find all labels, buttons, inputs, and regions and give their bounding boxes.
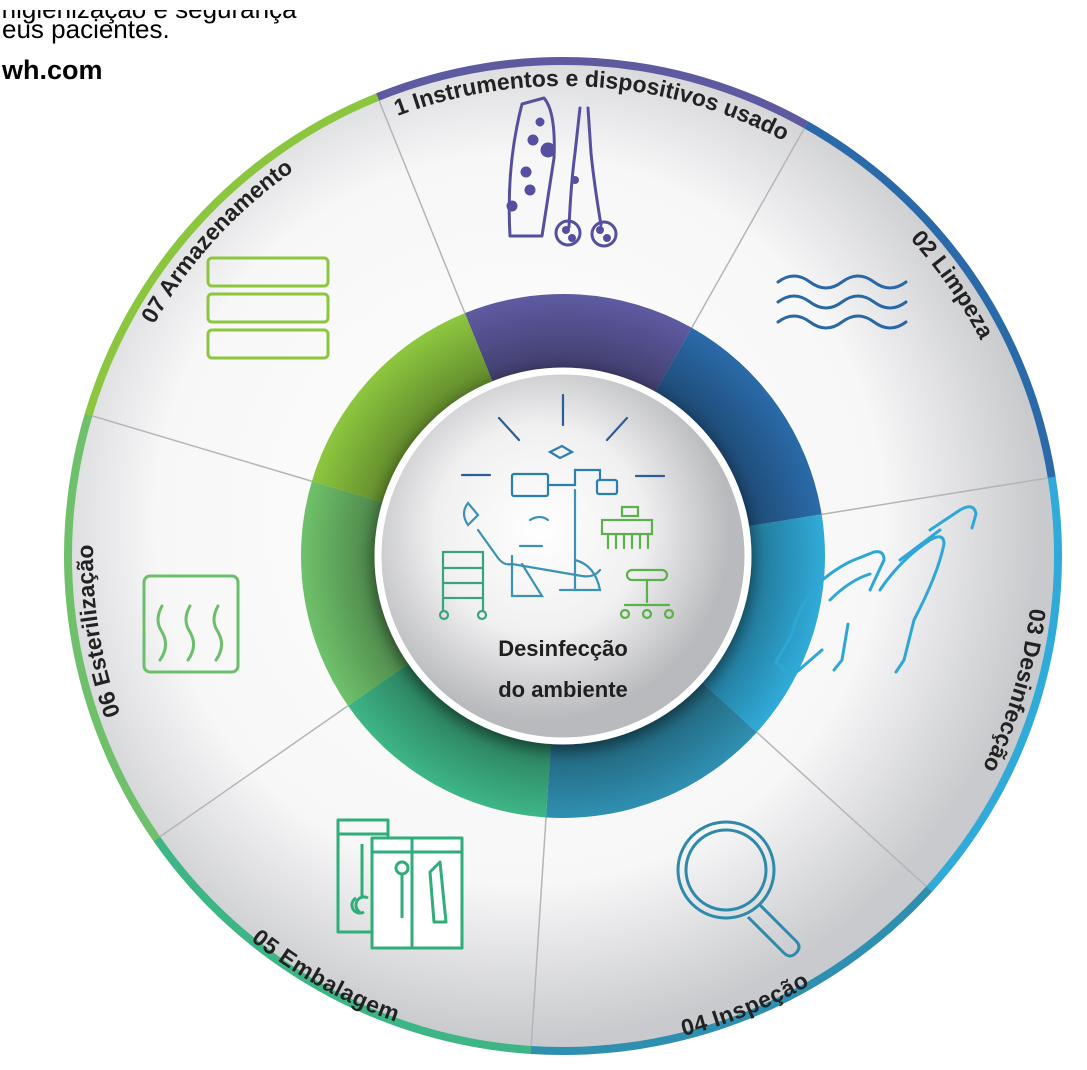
outer-rim bbox=[64, 57, 1062, 1055]
segment-divider bbox=[92, 415, 313, 482]
segment-divider bbox=[756, 731, 927, 887]
rim-segment-6 bbox=[64, 413, 161, 842]
center-title-line-2: do ambiente bbox=[498, 677, 628, 702]
segment-dividers bbox=[92, 100, 1048, 1047]
segment-divider bbox=[530, 817, 547, 1047]
segment-divider bbox=[821, 477, 1048, 516]
storage-drawers-icon bbox=[206, 256, 330, 360]
segment-divider bbox=[691, 127, 805, 329]
dental-chair-icon bbox=[438, 393, 675, 621]
water-waves-icon bbox=[776, 274, 908, 330]
steam-tray-icon bbox=[142, 574, 240, 674]
website-link[interactable]: wh.com bbox=[2, 55, 103, 85]
sterile-pouches-icon bbox=[336, 818, 464, 950]
center-title-line-1: Desinfecção bbox=[498, 636, 628, 661]
segment-divider bbox=[159, 705, 349, 838]
rim-segment-4 bbox=[530, 886, 933, 1055]
intro-text-line-2: eus pacientes. bbox=[2, 14, 170, 44]
magnifier-icon bbox=[676, 820, 801, 958]
gloved-hands-icon bbox=[774, 505, 978, 678]
segment-divider bbox=[378, 100, 466, 314]
intro-text-line-1: a higienização e segurança bbox=[0, 0, 297, 24]
center-disc bbox=[374, 367, 752, 745]
dental-instruments-icon bbox=[506, 96, 618, 248]
